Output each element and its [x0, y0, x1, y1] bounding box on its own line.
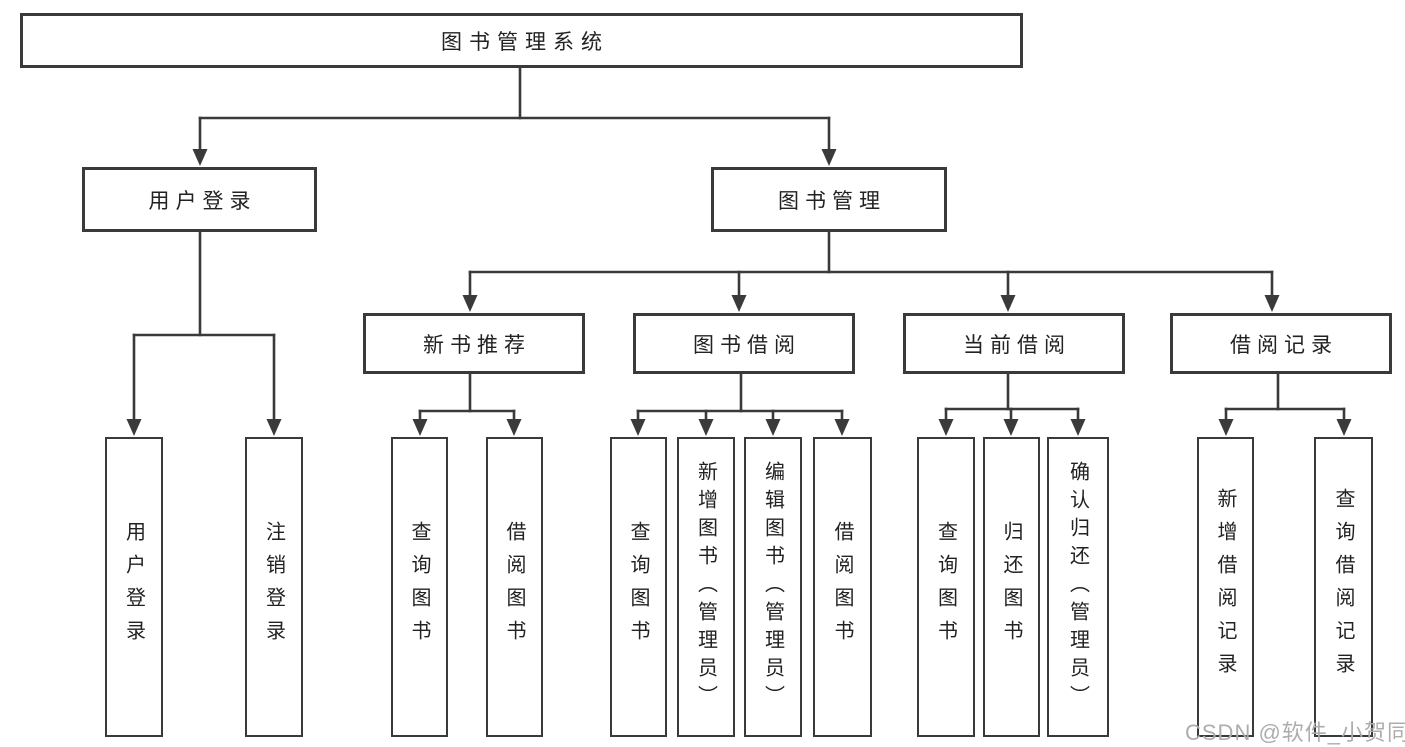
node-borrow-record: 借阅记录: [1170, 313, 1392, 374]
node-leaf-borrow-borrow: 借阅图书: [813, 437, 872, 737]
edges-current-borrow-leaves: [938, 372, 1086, 436]
node-book-borrow-label: 图书借阅: [693, 333, 801, 357]
node-current-borrow-label: 当前借阅: [963, 333, 1071, 357]
node-leaf-user-login-label: 用户登录: [122, 521, 145, 653]
node-leaf-newbook-borrow: 借阅图书: [486, 437, 543, 737]
node-leaf-record-add: 新增借阅记录: [1197, 437, 1254, 737]
node-leaf-newbook-query-label: 查询图书: [408, 521, 430, 653]
node-leaf-newbook-query: 查询图书: [391, 437, 448, 737]
node-leaf-record-add-label: 新增借阅记录: [1214, 488, 1236, 686]
node-leaf-record-query: 查询借阅记录: [1314, 437, 1373, 737]
csdn-watermark: CSDN @软件_小贺同学: [1185, 720, 1405, 745]
node-leaf-current-confirm: 确认归还（管理员）: [1047, 437, 1109, 737]
node-book-management: 图书管理: [711, 167, 947, 232]
node-leaf-current-confirm-label: 确认归还（管理员）: [1066, 461, 1089, 713]
node-leaf-borrow-add: 新增图书（管理员）: [677, 437, 735, 737]
edges-borrow-record-leaves: [1218, 372, 1352, 436]
node-leaf-borrow-query-label: 查询图书: [627, 521, 649, 653]
node-leaf-borrow-edit: 编辑图书（管理员）: [744, 437, 802, 737]
node-leaf-borrow-query: 查询图书: [610, 437, 667, 737]
edges-user-login-leaves: [126, 230, 282, 436]
node-leaf-user-login: 用户登录: [105, 437, 163, 737]
node-leaf-borrow-borrow-label: 借阅图书: [831, 521, 853, 653]
node-book-borrow: 图书借阅: [633, 313, 855, 374]
edges-book-borrow-leaves: [630, 372, 850, 436]
node-leaf-current-query-label: 查询图书: [934, 521, 957, 653]
node-root-label: 图书管理系统: [441, 30, 609, 54]
node-borrow-record-label: 借阅记录: [1230, 333, 1338, 357]
node-leaf-borrow-edit-label: 编辑图书（管理员）: [761, 461, 784, 713]
node-leaf-current-return-label: 归还图书: [1000, 521, 1022, 653]
node-new-book-recommend: 新书推荐: [363, 313, 585, 374]
node-leaf-newbook-borrow-label: 借阅图书: [503, 521, 525, 653]
node-new-book-recommend-label: 新书推荐: [423, 333, 531, 357]
node-current-borrow: 当前借阅: [903, 313, 1125, 374]
edges-book-management-to-level3: [462, 230, 1280, 312]
edges-root-to-level2: [192, 66, 837, 166]
node-leaf-logout: 注销登录: [245, 437, 303, 737]
node-leaf-current-return: 归还图书: [983, 437, 1040, 737]
node-user-login-label: 用户登录: [148, 189, 257, 213]
node-leaf-logout-label: 注销登录: [262, 521, 285, 653]
node-leaf-borrow-add-label: 新增图书（管理员）: [694, 461, 717, 713]
node-root: 图书管理系统: [20, 13, 1023, 68]
node-user-login: 用户登录: [82, 167, 317, 232]
node-leaf-record-query-label: 查询借阅记录: [1332, 488, 1354, 686]
edges-new-book-recommend-leaves: [412, 372, 522, 436]
node-book-management-label: 图书管理: [778, 189, 886, 213]
node-leaf-current-query: 查询图书: [917, 437, 975, 737]
